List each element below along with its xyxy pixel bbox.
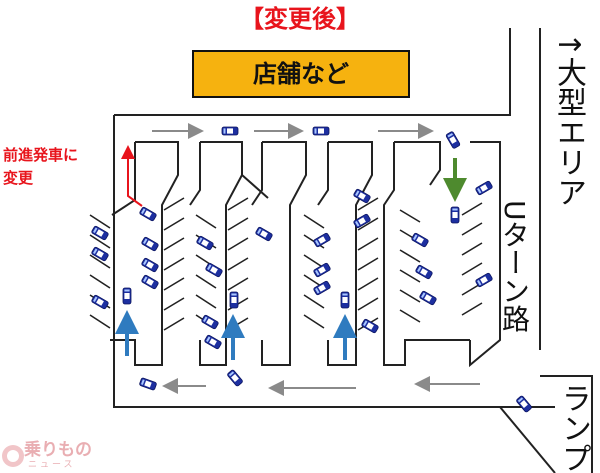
forward-exit-note-line1: 前進発車に	[3, 146, 79, 164]
uturn-lane-label: Uターン路	[494, 200, 534, 333]
stall-lines	[89, 197, 483, 331]
logo-text: 乗りもの	[24, 440, 92, 460]
large-vehicle-area-label: ↑大型エリア	[551, 32, 586, 208]
flow-arrow-icon	[152, 123, 480, 396]
logo-subtext: ニュース	[28, 460, 76, 470]
diagram-title: 【変更後】	[240, 5, 360, 33]
ramp-label: ランプ	[556, 383, 591, 473]
logo-icon	[2, 445, 24, 467]
car-icon	[90, 126, 533, 414]
forward-exit-note-line2: 変更	[3, 169, 34, 187]
shop-label: 店舗など	[192, 50, 410, 98]
forward-exit-arrow-icon	[121, 145, 143, 207]
forward-exit-note: 前進発車に 変更	[3, 144, 123, 190]
island-outline	[110, 141, 501, 368]
outer-wall	[113, 28, 593, 473]
uturn-label-text: Uターン路	[498, 200, 531, 333]
entry-arrow-icon	[115, 310, 357, 360]
